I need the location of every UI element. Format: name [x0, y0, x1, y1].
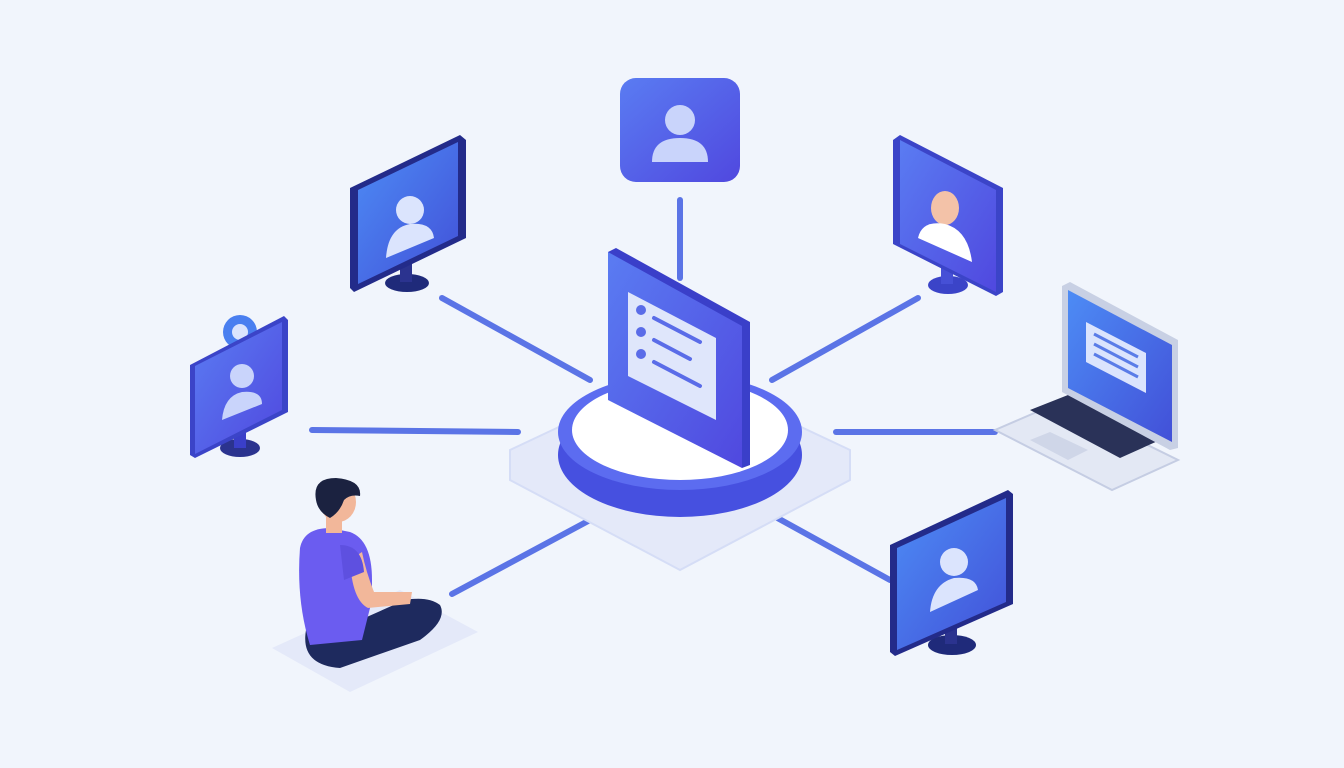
top-right-monitor[interactable] — [893, 135, 1003, 296]
left-badge-monitor[interactable] — [190, 315, 288, 458]
user-avatar-icon — [930, 548, 978, 612]
connector-top-left — [439, 295, 593, 383]
list-document-icon — [1086, 322, 1146, 393]
connector-bottom-left — [449, 517, 593, 597]
top-user-card[interactable] — [620, 78, 740, 182]
keyboard-icon — [1030, 395, 1160, 458]
person-sleeve — [340, 545, 364, 580]
bottom-right-monitor[interactable] — [890, 490, 1013, 656]
top-left-monitor[interactable] — [350, 135, 466, 292]
connector-bottom-right — [769, 512, 893, 583]
list-document-icon — [628, 292, 716, 420]
person-arm — [350, 552, 412, 608]
connector-top-right — [769, 295, 921, 383]
user-avatar-icon — [652, 105, 708, 162]
connector-lines — [309, 197, 998, 597]
user-avatar-icon — [222, 364, 262, 420]
seated-person — [272, 478, 478, 692]
user-avatar-icon — [386, 196, 434, 258]
central-hub — [509, 248, 851, 572]
user-avatar-icon — [918, 191, 972, 262]
right-laptop[interactable] — [992, 282, 1181, 492]
person-hair — [315, 478, 361, 518]
connector-left — [309, 427, 521, 435]
person-legs — [305, 598, 442, 668]
